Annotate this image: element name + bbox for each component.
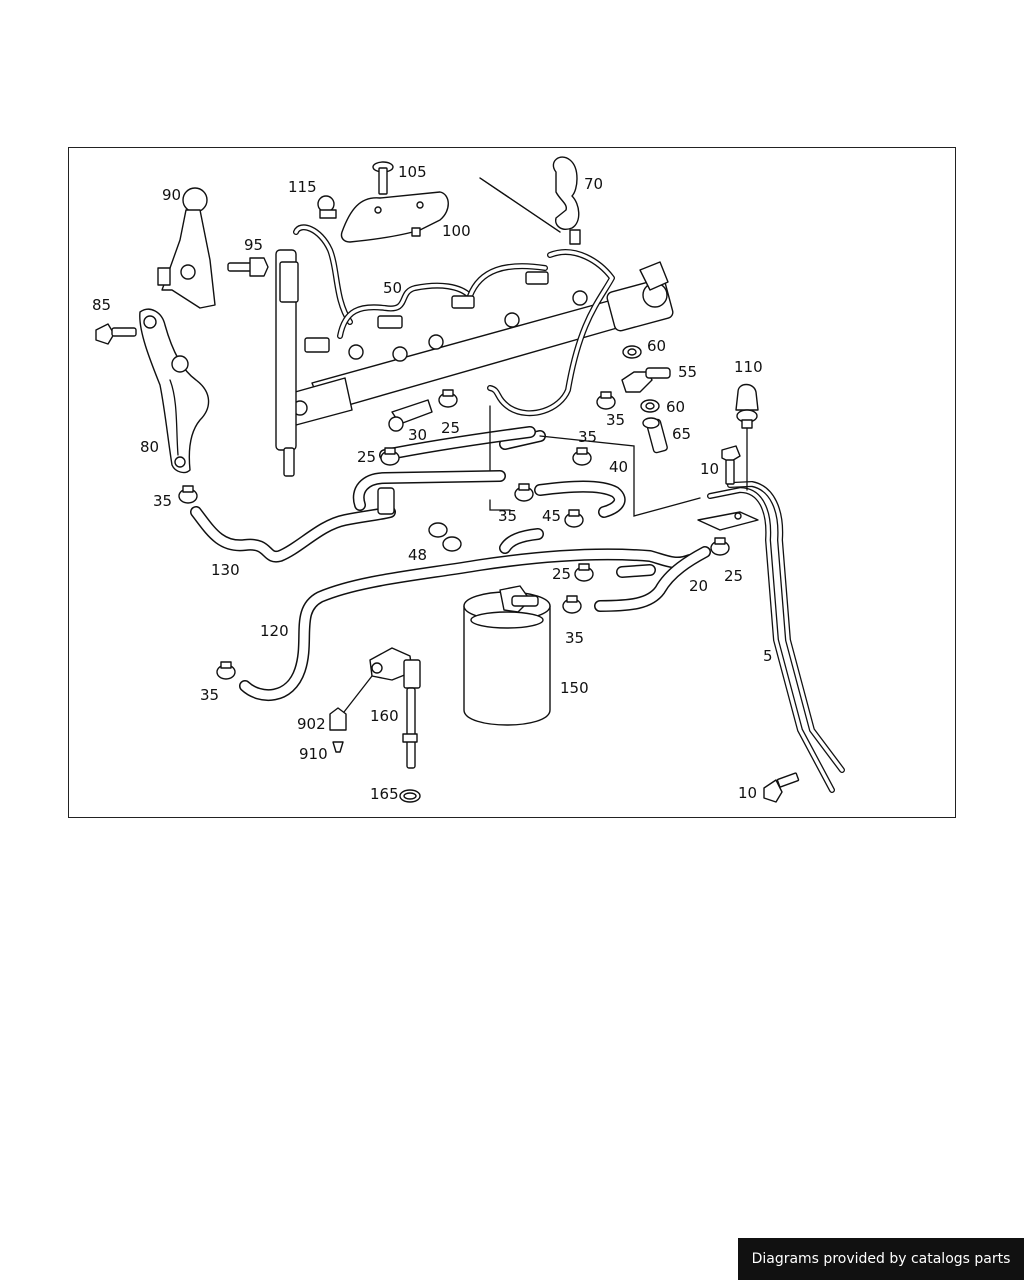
callout-35-lower: 35	[565, 629, 584, 647]
callout-150: 150	[560, 679, 589, 697]
injector	[275, 249, 299, 477]
callout-95: 95	[244, 236, 263, 254]
clamp-48	[428, 522, 462, 552]
banjo-bolt-65	[642, 417, 668, 454]
clamp-25-mid	[380, 447, 400, 466]
callout-90: 90	[162, 186, 181, 204]
clip-70	[479, 156, 581, 245]
callout-70: 70	[584, 175, 603, 193]
washer-60-bottom	[640, 399, 660, 413]
hose-40	[499, 430, 626, 518]
oring-165	[399, 789, 421, 803]
callout-35-bottom-left: 35	[200, 686, 219, 704]
injector-pipes-50	[293, 224, 615, 417]
clamp-115	[317, 195, 337, 219]
clamp-35-mid	[514, 483, 534, 502]
callout-20: 20	[689, 577, 708, 595]
callout-25-mid: 25	[357, 448, 376, 466]
callout-80: 80	[140, 438, 159, 456]
footer-credit: Diagrams provided by catalogs parts	[738, 1238, 1024, 1280]
callout-10-top: 10	[700, 460, 719, 478]
hose-120	[239, 548, 696, 702]
callout-100: 100	[442, 222, 471, 240]
callout-5: 5	[763, 647, 773, 665]
clamp-25-right	[710, 537, 730, 556]
callout-85: 85	[92, 296, 111, 314]
callout-45: 45	[542, 507, 561, 525]
hose-junction	[352, 426, 544, 554]
callout-160: 160	[370, 707, 399, 725]
callout-105: 105	[398, 163, 427, 181]
callout-30: 30	[408, 426, 427, 444]
fitting-55	[621, 367, 671, 393]
callout-48: 48	[408, 546, 427, 564]
callout-120: 120	[260, 622, 289, 640]
callout-60-bottom: 60	[666, 398, 685, 416]
callout-165: 165	[370, 785, 399, 803]
bolt-10-top	[721, 445, 741, 485]
clamp-35-lower	[562, 595, 582, 614]
bolt-85	[95, 323, 137, 345]
callout-115: 115	[288, 178, 317, 196]
clamp-25-lower	[574, 563, 594, 582]
callout-902: 902	[297, 715, 326, 733]
clamp-25-top	[438, 389, 458, 408]
leader-lines	[489, 405, 701, 517]
callout-35-left: 35	[153, 492, 172, 510]
bracket-80	[139, 308, 210, 474]
cap-902	[329, 675, 373, 731]
hose-20	[594, 546, 711, 612]
hose-130	[190, 506, 396, 563]
plate-100	[340, 191, 449, 243]
callout-40: 40	[609, 458, 628, 476]
clip-110	[735, 383, 759, 491]
callout-25-right: 25	[724, 567, 743, 585]
callout-10-bottom: 10	[738, 784, 757, 802]
callout-110: 110	[734, 358, 763, 376]
callout-35-top: 35	[606, 411, 625, 429]
fitting-30	[388, 399, 433, 432]
bolt-95	[227, 257, 269, 277]
callout-25-top: 25	[441, 419, 460, 437]
clamp-35-bottom-left	[216, 661, 236, 680]
fuel-rail	[287, 261, 674, 426]
callout-labels: 90 95 85 80 115 105 100 70 50 60 55 60 6…	[92, 163, 773, 803]
bolt-10-bottom	[763, 772, 800, 803]
diagram-frame	[68, 147, 956, 818]
callout-35-mid: 35	[498, 507, 517, 525]
callout-55: 55	[678, 363, 697, 381]
bolt-105	[372, 161, 394, 195]
callout-65: 65	[672, 425, 691, 443]
callout-60-top: 60	[647, 337, 666, 355]
callout-35-center: 35	[578, 428, 597, 446]
callout-25-lower: 25	[552, 565, 571, 583]
callout-50: 50	[383, 279, 402, 297]
clamp-35-top	[596, 391, 616, 410]
clamp-45	[564, 509, 584, 528]
bracket-90	[157, 187, 216, 309]
washer-60-top	[622, 345, 642, 359]
cap-910	[332, 741, 344, 753]
fuel-lines-5	[697, 481, 845, 793]
footer-credit-text: Diagrams provided by catalogs parts	[751, 1251, 1011, 1267]
clamp-35-left	[178, 485, 198, 504]
callout-910: 910	[299, 745, 328, 763]
callout-130: 130	[211, 561, 240, 579]
fuel-filter-150	[463, 585, 551, 726]
clamp-35-center	[572, 447, 592, 466]
sensor-160	[369, 647, 421, 769]
